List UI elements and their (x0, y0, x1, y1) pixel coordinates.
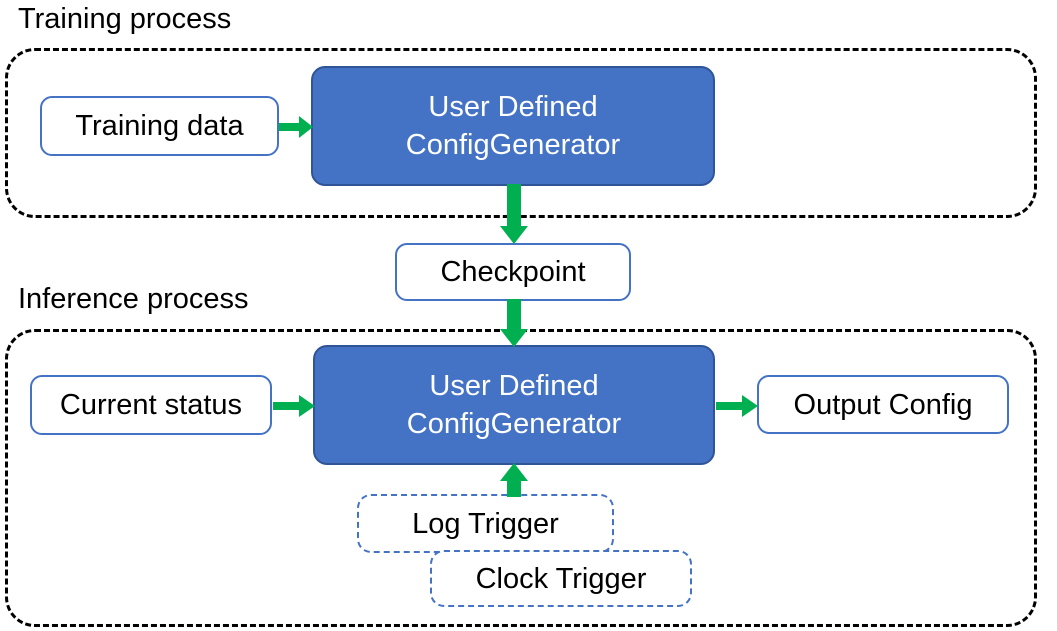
training-process-title: Training process (18, 3, 232, 35)
node-output-config[interactable]: Output Config (757, 375, 1009, 434)
arrow-current-status-to-generator-icon (273, 391, 317, 421)
node-clock-trigger[interactable]: Clock Trigger (430, 550, 692, 607)
node-current-status[interactable]: Current status (30, 375, 272, 435)
node-user-defined-configgenerator-inference[interactable]: User Defined ConfigGenerator (313, 345, 715, 465)
node-training-data[interactable]: Training data (40, 96, 279, 156)
arrow-generator-to-checkpoint-icon (500, 184, 530, 246)
arrow-trigger-to-generator-icon (500, 463, 530, 499)
arrow-training-data-to-generator-icon (279, 112, 315, 142)
inference-process-title: Inference process (18, 283, 249, 315)
node-user-defined-configgenerator-training[interactable]: User Defined ConfigGenerator (311, 66, 715, 186)
node-log-trigger[interactable]: Log Trigger (357, 494, 614, 553)
arrow-generator-to-output-config-icon (716, 391, 760, 421)
node-checkpoint[interactable]: Checkpoint (395, 243, 631, 301)
arrow-checkpoint-to-generator-icon (500, 299, 530, 349)
